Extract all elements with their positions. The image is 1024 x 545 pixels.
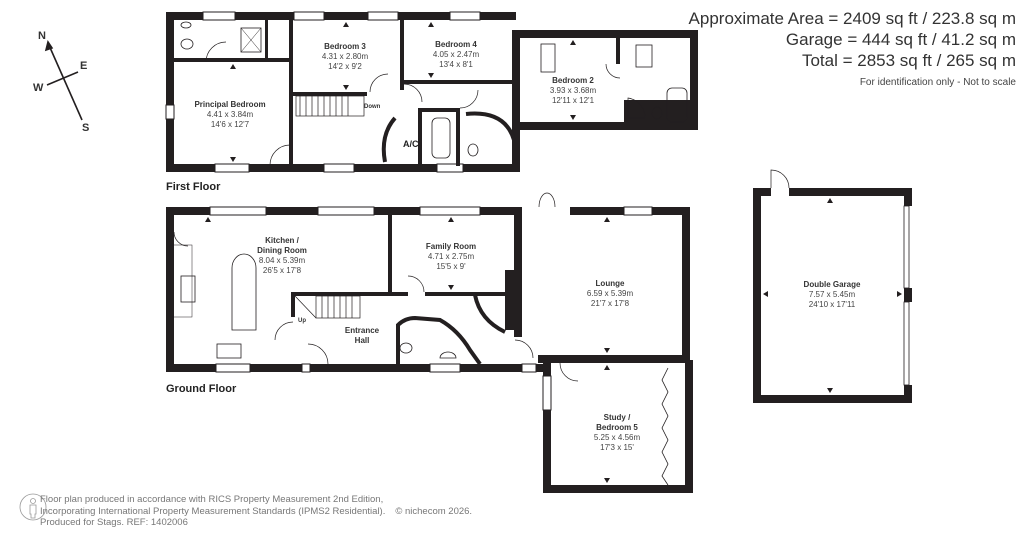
person-icon — [19, 493, 47, 521]
room-kitchen-dining: Kitchen / Dining Room 8.04 x 5.39m 26'5 … — [257, 236, 307, 275]
compass-west-label: W — [33, 82, 44, 94]
total-area: Total = 2853 sq ft / 265 sq m — [801, 51, 1016, 70]
ground-floor-walls — [166, 192, 693, 493]
room-family-room: Family Room 4.71 x 2.75m 15'5 x 9' — [425, 242, 477, 271]
area-summary: Approximate Area = 2409 sq ft / 223.8 sq… — [689, 8, 1016, 88]
stairs-down-label: Down — [364, 104, 381, 110]
approx-area: Approximate Area = 2409 sq ft / 223.8 sq… — [688, 9, 1016, 28]
first-floor-title: First Floor — [166, 181, 221, 193]
garage-area: Garage = 444 sq ft / 41.2 sq m — [785, 30, 1016, 49]
ground-floor-title: Ground Floor — [166, 383, 237, 395]
room-double-garage: Double Garage 7.57 x 5.45m 24'10 x 17'11 — [803, 280, 861, 309]
compass-south-label: S — [82, 122, 90, 134]
compass-icon — [44, 40, 83, 121]
room-bedroom-3: Bedroom 3 4.31 x 2.80m 14'2 x 9'2 — [321, 42, 369, 71]
compass-east-label: E — [80, 60, 88, 72]
copyright: © nichecom 2026. — [395, 505, 473, 517]
compass-north-label: N — [38, 30, 46, 42]
room-entrance-hall: Entrance Hall — [344, 326, 380, 345]
room-principal-bedroom: Principal Bedroom 4.41 x 3.84m 14'6 x 12… — [194, 100, 266, 129]
room-study-bedroom-5: Study / Bedroom 5 5.25 x 4.56m 17'3 x 15… — [593, 413, 641, 452]
first-floor-walls — [165, 11, 698, 173]
footer-notes: Floor plan produced in accordance with R… — [40, 494, 473, 528]
room-bedroom-4: Bedroom 4 4.05 x 2.47m 13'4 x 8'1 — [432, 40, 480, 69]
stairs-up-label: Up — [298, 318, 306, 324]
room-bedroom-2: Bedroom 2 3.93 x 3.68m 12'11 x 12'1 — [549, 76, 597, 105]
room-lounge: Lounge 6.59 x 5.39m 21'7 x 17'8 — [586, 279, 634, 308]
garage-walls — [753, 169, 912, 403]
disclaimer: For identification only - Not to scale — [859, 77, 1016, 88]
ac-cupboard-label: A/C — [403, 139, 419, 149]
